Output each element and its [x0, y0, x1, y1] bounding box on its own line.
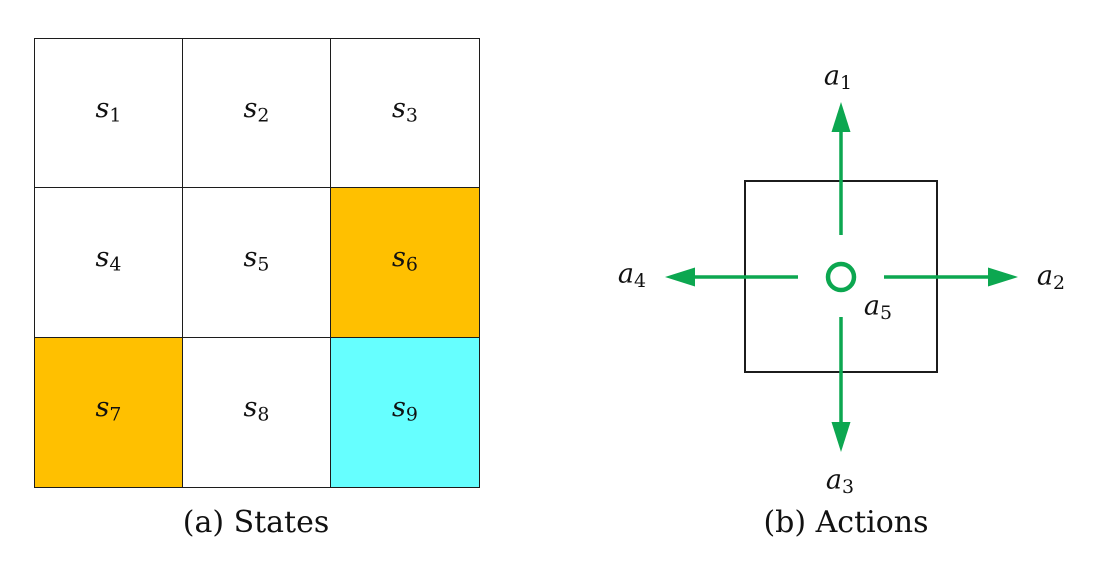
- state-cell-s1: s1: [35, 39, 183, 189]
- action-label-a1: a1: [823, 60, 852, 93]
- state-label-base: s: [95, 391, 110, 423]
- state-label-s8: s8: [243, 391, 270, 424]
- state-label-s7: s7: [95, 391, 122, 424]
- state-label-sub: 8: [257, 403, 270, 426]
- action-label-base: a: [823, 60, 841, 92]
- state-label-s9: s9: [392, 391, 418, 424]
- action-label-sub: 3: [842, 476, 855, 499]
- right-arrow-head: [988, 267, 1018, 287]
- state-label-base: s: [392, 92, 406, 124]
- state-label-sub: 9: [405, 403, 418, 426]
- action-label-a2: a2: [1036, 260, 1065, 293]
- state-cell-s3: s3: [331, 39, 479, 189]
- action-label-a5: a5: [863, 290, 892, 323]
- action-label-sub: 1: [840, 72, 853, 95]
- action-label-sub: 5: [880, 302, 893, 325]
- down-arrow-head: [831, 422, 851, 452]
- state-label-sub: 6: [405, 253, 418, 276]
- state-label-s1: s1: [95, 92, 122, 125]
- action-label-sub: 2: [1053, 272, 1066, 295]
- state-cell-s8: s8: [183, 337, 331, 487]
- state-label-base: s: [392, 391, 406, 423]
- state-cell-s7: s7: [35, 337, 183, 487]
- states-panel: s1 s2 s3 s4 s5 s6 s7 s8: [0, 0, 547, 576]
- state-cell-s4: s4: [35, 188, 183, 338]
- state-label-base: s: [243, 391, 258, 423]
- action-label-base: a: [825, 464, 843, 496]
- state-label-s2: s2: [243, 92, 270, 125]
- states-caption: (a) States: [182, 505, 330, 540]
- state-label-base: s: [95, 92, 110, 124]
- action-label-base: a: [1036, 260, 1054, 292]
- state-cell-s6: s6: [331, 188, 479, 338]
- state-label-sub: 4: [109, 253, 122, 276]
- state-label-base: s: [95, 241, 110, 273]
- state-label-s4: s4: [95, 241, 122, 274]
- state-label-sub: 3: [405, 104, 418, 127]
- actions-diagram: [665, 102, 1018, 452]
- state-grid: s1 s2 s3 s4 s5 s6 s7 s8: [34, 38, 480, 488]
- action-label-base: a: [863, 290, 881, 322]
- left-arrow-head: [665, 267, 695, 287]
- action-label-a3: a3: [825, 464, 854, 497]
- up-arrow-head: [831, 102, 851, 132]
- state-label-sub: 7: [109, 403, 122, 426]
- state-label-base: s: [243, 241, 258, 273]
- state-label-base: s: [243, 92, 258, 124]
- state-label-sub: 2: [257, 104, 270, 127]
- state-label-base: s: [392, 241, 406, 273]
- state-label-s6: s6: [392, 241, 418, 274]
- action-label-sub: 4: [634, 270, 647, 293]
- state-label-sub: 1: [109, 104, 122, 127]
- stay-action-circle: [825, 261, 857, 293]
- state-cell-s2: s2: [183, 39, 331, 189]
- actions-caption: (b) Actions: [763, 505, 929, 540]
- state-label-s3: s3: [392, 92, 418, 125]
- action-label-base: a: [617, 258, 635, 290]
- state-cell-s9: s9: [331, 337, 479, 487]
- state-cell-s5: s5: [183, 188, 331, 338]
- action-label-a4: a4: [617, 258, 646, 291]
- state-label-s5: s5: [243, 241, 270, 274]
- state-label-sub: 5: [257, 253, 270, 276]
- actions-panel: a1 a2 a3 a4 a5 (b) Actions: [547, 0, 1095, 576]
